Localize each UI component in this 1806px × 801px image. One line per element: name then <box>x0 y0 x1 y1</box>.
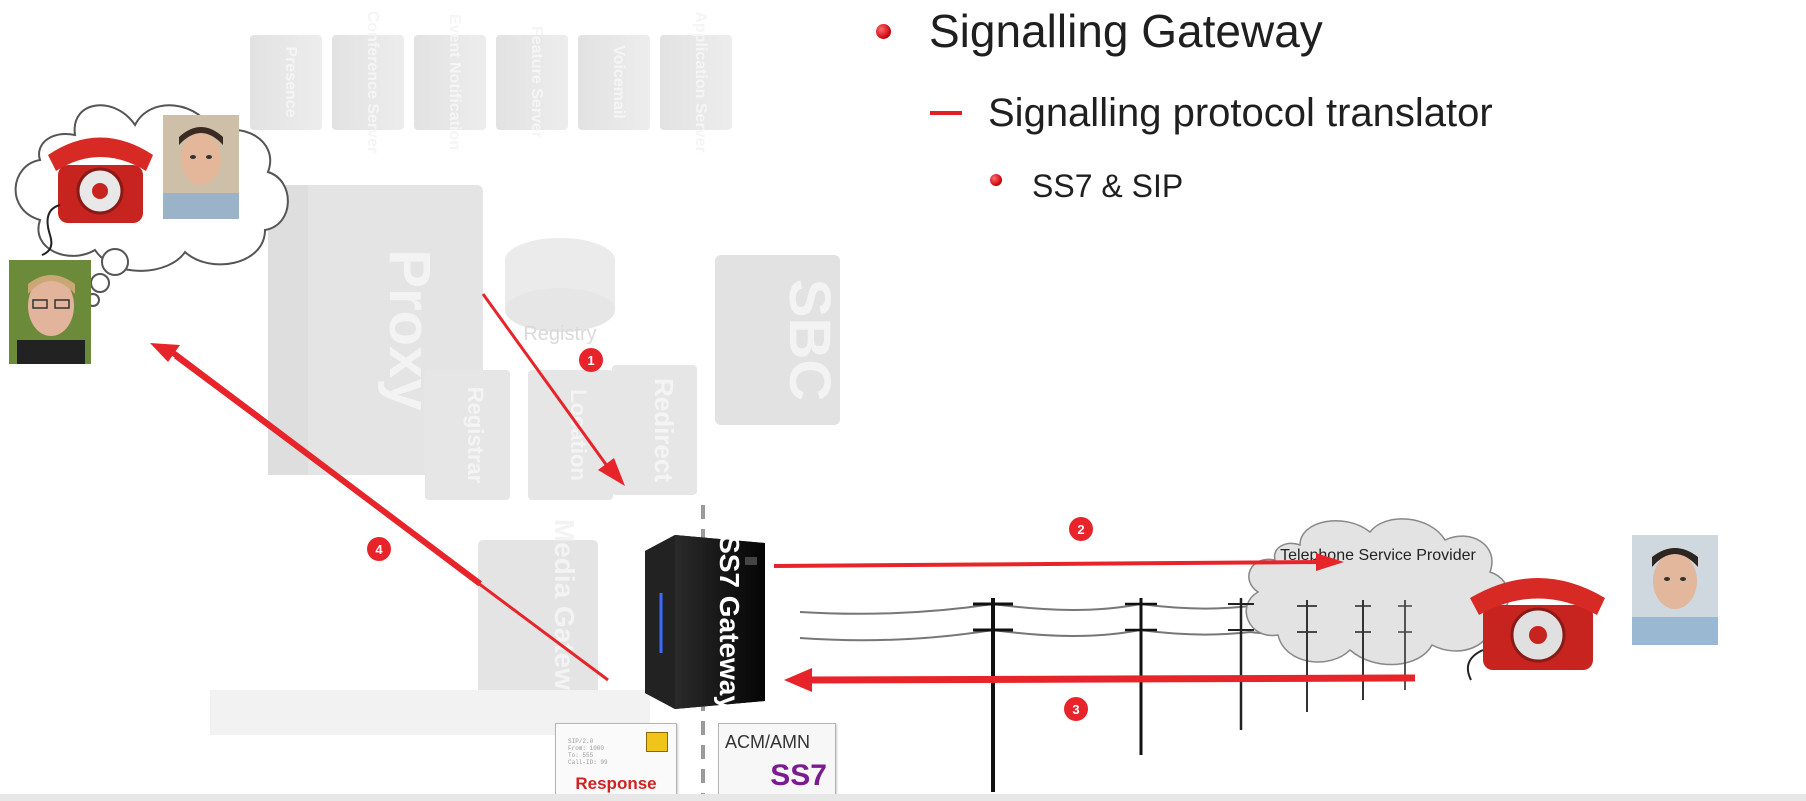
ghost-sbc-label: SBC <box>777 279 842 401</box>
receiver-group <box>1467 535 1718 681</box>
ghost-label: Event Notification <box>446 14 463 150</box>
bullet-level1-text: Signalling Gateway <box>929 5 1323 57</box>
bullet-level1: Signalling Gateway <box>876 5 1323 57</box>
step-number: 3 <box>1072 702 1079 717</box>
bullet-dot-icon <box>876 23 891 39</box>
bottom-bar <box>0 794 1806 801</box>
ghost-registrar-box <box>425 370 510 500</box>
telephone-icon <box>41 137 153 256</box>
gateway-label: SS7 Gateway <box>714 535 745 711</box>
bullet-dot-icon <box>990 174 1002 186</box>
bullet-level2: Signalling protocol translator <box>930 90 1493 136</box>
ghost-registrar-label: Registrar <box>463 387 488 484</box>
ghost-label: Conference Server <box>364 11 381 153</box>
stamp-icon <box>646 732 668 752</box>
ss7-message-card: ACM/AMN SS7 <box>718 723 836 798</box>
envelope-line: Call-ID: 99 <box>568 759 608 766</box>
arrow-step-3 <box>784 668 1416 692</box>
caller-person-icon <box>9 260 91 364</box>
arrow-step-2 <box>773 553 1344 571</box>
envelope-line: To: 555 <box>568 752 594 759</box>
step-number: 4 <box>375 542 383 557</box>
step-marker-1: 1 <box>579 348 603 372</box>
gateway-server-icon: SS7 Gateway <box>645 535 765 711</box>
telephone-icon <box>1467 578 1605 681</box>
person-icon <box>163 115 239 219</box>
step-number: 2 <box>1077 522 1084 537</box>
response-label: Response <box>575 774 657 793</box>
ghost-registry-label: Registry <box>523 323 596 345</box>
telephone-pole-icon <box>1355 600 1371 700</box>
ghost-sbc-box <box>715 255 840 425</box>
person-icon <box>1632 535 1718 645</box>
telephone-pole-icon <box>1228 598 1254 730</box>
ss7-card-top: ACM/AMN <box>725 732 810 752</box>
step-number: 1 <box>587 353 594 368</box>
telephone-pole-icon <box>1297 600 1317 712</box>
response-envelope: SIP/2.0 From: 1000 To: 555 Call-ID: 99 R… <box>555 723 677 798</box>
telephone-pole-icon <box>973 598 1013 792</box>
ghost-redirect-box <box>612 365 697 495</box>
ghost-label: Feature Server <box>528 26 545 138</box>
bullet-level2-text: Signalling protocol translator <box>988 90 1493 135</box>
step-marker-2: 2 <box>1069 517 1093 541</box>
ghost-label: Application Server <box>692 11 709 152</box>
envelope-line: From: 1000 <box>568 745 605 752</box>
dash-icon <box>930 111 962 115</box>
ghost-media-gateway-box <box>478 540 598 700</box>
arrow-step-4 <box>150 343 610 683</box>
step-marker-4: 4 <box>367 537 391 561</box>
ghost-redirect-label: Redirect <box>649 378 679 482</box>
step-marker-3: 3 <box>1064 697 1088 721</box>
envelope-line: SIP/2.0 <box>568 738 594 745</box>
arrow-step-1 <box>481 293 625 486</box>
bullet-level3: SS7 & SIP <box>990 166 1183 206</box>
ghost-location-label: Location <box>566 389 591 481</box>
envelope-lines: SIP/2.0 From: 1000 To: 555 Call-ID: 99 <box>568 738 608 766</box>
caller-group <box>9 104 289 364</box>
ghost-label: Presence <box>282 46 299 117</box>
ghost-media-gateway-label: Media Gateway <box>549 519 580 722</box>
bullet-level3-text: SS7 & SIP <box>1032 167 1184 204</box>
ghost-top-row: Presence Conference Server Event Notific… <box>250 11 732 153</box>
ghost-label: Voicemail <box>610 45 627 119</box>
ss7-card-bottom: SS7 <box>770 759 827 792</box>
ghost-location-box <box>528 370 613 500</box>
